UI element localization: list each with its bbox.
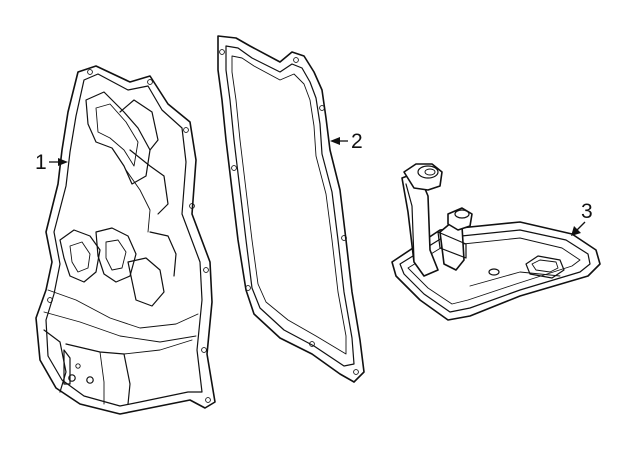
callout-1: 1 — [35, 151, 68, 174]
arrowhead — [58, 158, 68, 166]
callout-number: 2 — [351, 130, 363, 153]
callout-number: 1 — [35, 151, 47, 174]
callout-3: 3 — [571, 200, 593, 236]
oil-pan[interactable] — [35, 65, 216, 415]
callout-number: 3 — [581, 200, 593, 223]
arrowhead — [571, 226, 581, 236]
callout-2: 2 — [330, 130, 363, 153]
oil-pan-gasket[interactable] — [217, 35, 365, 383]
transmission-filter[interactable] — [391, 163, 601, 321]
arrowhead — [330, 137, 340, 145]
